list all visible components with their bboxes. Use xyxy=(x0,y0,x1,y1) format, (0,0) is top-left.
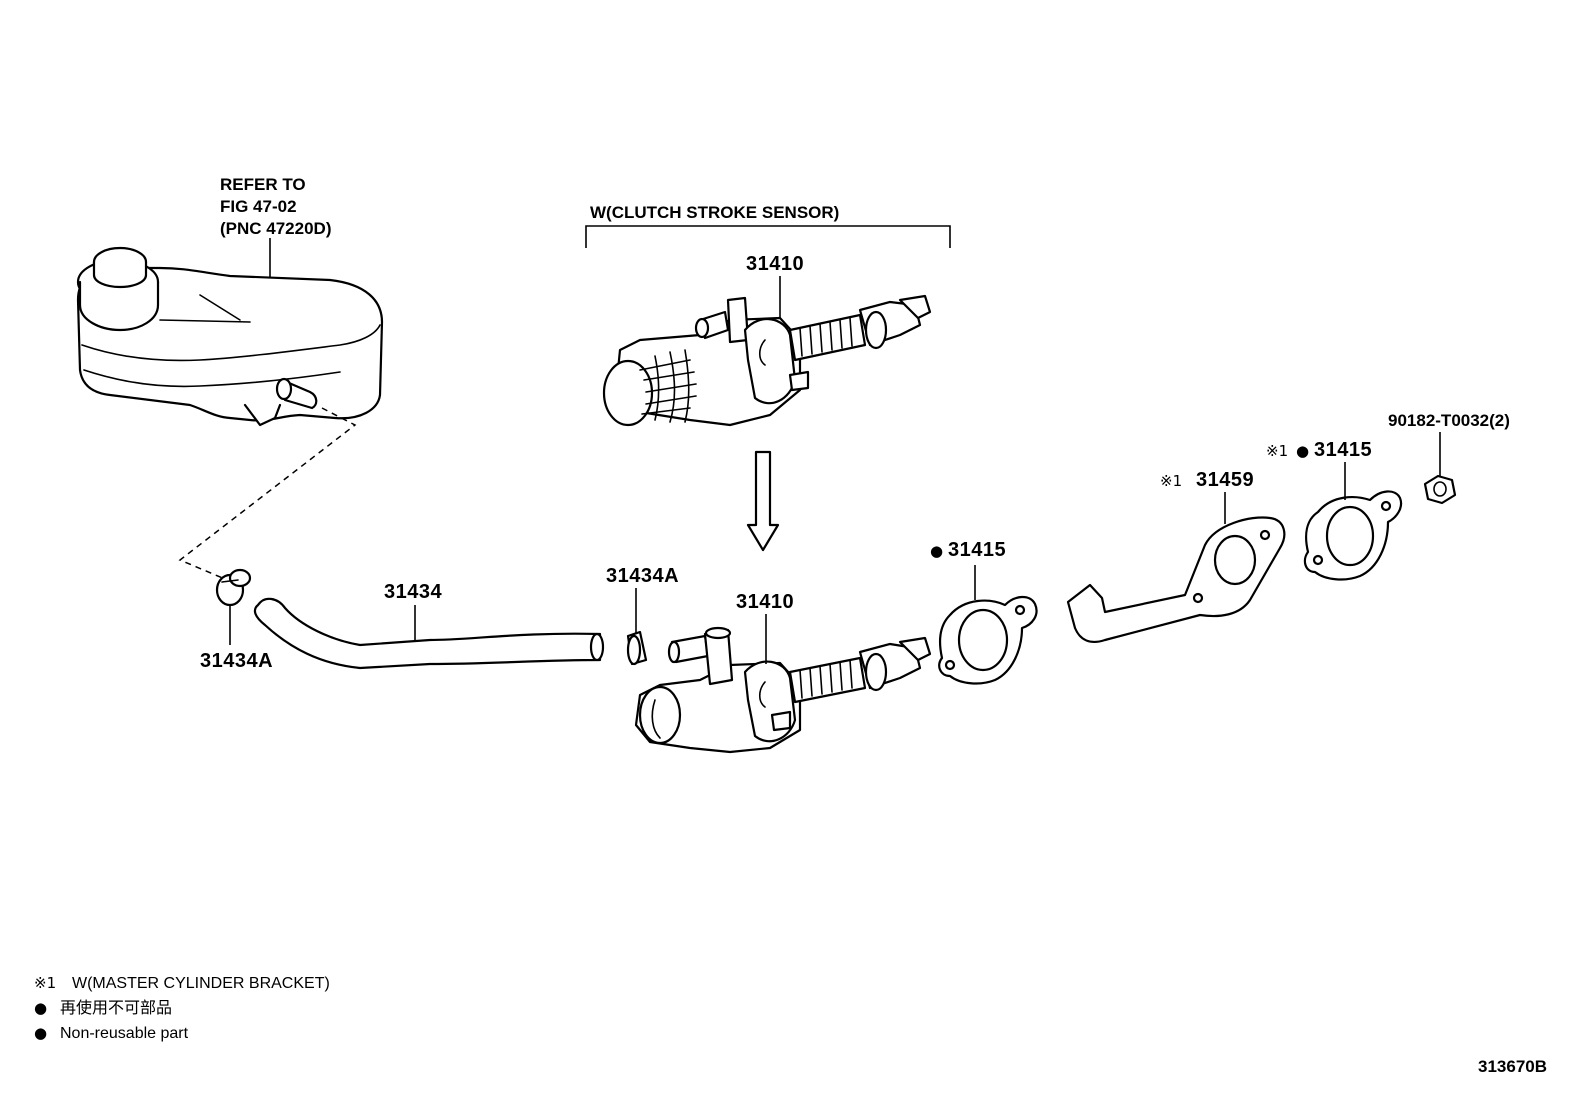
legend-item-2-text: 再使用不可部品 xyxy=(60,999,172,1017)
part-number-31415-bracket: 31415 xyxy=(1314,439,1372,461)
legend-item-2-mark: ● xyxy=(34,999,47,1017)
gasket-main[interactable] xyxy=(938,595,1038,685)
clutch-master-cylinder[interactable] xyxy=(634,626,932,754)
part-number-31434: 31434 xyxy=(384,581,442,603)
part-number-31415-main: 31415 xyxy=(948,539,1006,561)
reservoir-hose[interactable] xyxy=(253,597,605,670)
reservoir-note-line-3: (PNC 47220D) xyxy=(220,219,332,238)
non-reusable-marker-gasket-bracket: ● xyxy=(1296,442,1309,460)
gasket-bracket[interactable] xyxy=(1303,490,1403,581)
sensor-variant-label: W(CLUTCH STROKE SENSOR) xyxy=(590,203,839,222)
substitution-arrow xyxy=(746,450,780,552)
figure-id: 313670B xyxy=(1478,1057,1547,1076)
part-number-31459: 31459 xyxy=(1196,469,1254,491)
part-number-31434A-left: 31434A xyxy=(200,650,273,672)
non-reusable-marker-gasket-main: ● xyxy=(930,542,943,560)
reservoir-note-line-2: FIG 47-02 xyxy=(220,197,297,216)
ref-marker-gasket-bracket: ※1 xyxy=(1266,442,1288,460)
master-cylinder-bracket[interactable] xyxy=(1066,516,1286,644)
legend-item-1-text: W(MASTER CYLINDER BRACKET) xyxy=(72,975,330,992)
legend-item-1-mark: ※1 xyxy=(34,974,56,992)
hex-nut[interactable] xyxy=(1423,474,1457,505)
master-cylinder-with-sensor[interactable] xyxy=(602,294,932,427)
part-number-31434A-right: 31434A xyxy=(606,565,679,587)
reservoir-note-line-1: REFER TO xyxy=(220,175,306,194)
reservoir-reference-note: REFER TO FIG 47-02 (PNC 47220D) xyxy=(220,175,332,238)
legend: ※1 W(MASTER CYLINDER BRACKET) ● 再使用不可部品 … xyxy=(34,974,330,1042)
reservoir-hose-dashed-route xyxy=(178,407,357,583)
reservoir-tank[interactable] xyxy=(76,246,384,427)
hose-clamp-right[interactable] xyxy=(626,630,648,666)
part-number-90182-T0032: 90182-T0032(2) xyxy=(1388,411,1510,430)
ref-marker-bracket: ※1 xyxy=(1160,472,1182,490)
legend-item-3-mark: ● xyxy=(34,1024,47,1042)
part-number-31410-sensor: 31410 xyxy=(746,253,804,275)
part-number-31410: 31410 xyxy=(736,591,794,613)
legend-item-3-text: Non-reusable part xyxy=(60,1025,189,1042)
sensor-variant-bracket xyxy=(585,225,951,248)
hose-clamp-left[interactable] xyxy=(215,568,252,607)
